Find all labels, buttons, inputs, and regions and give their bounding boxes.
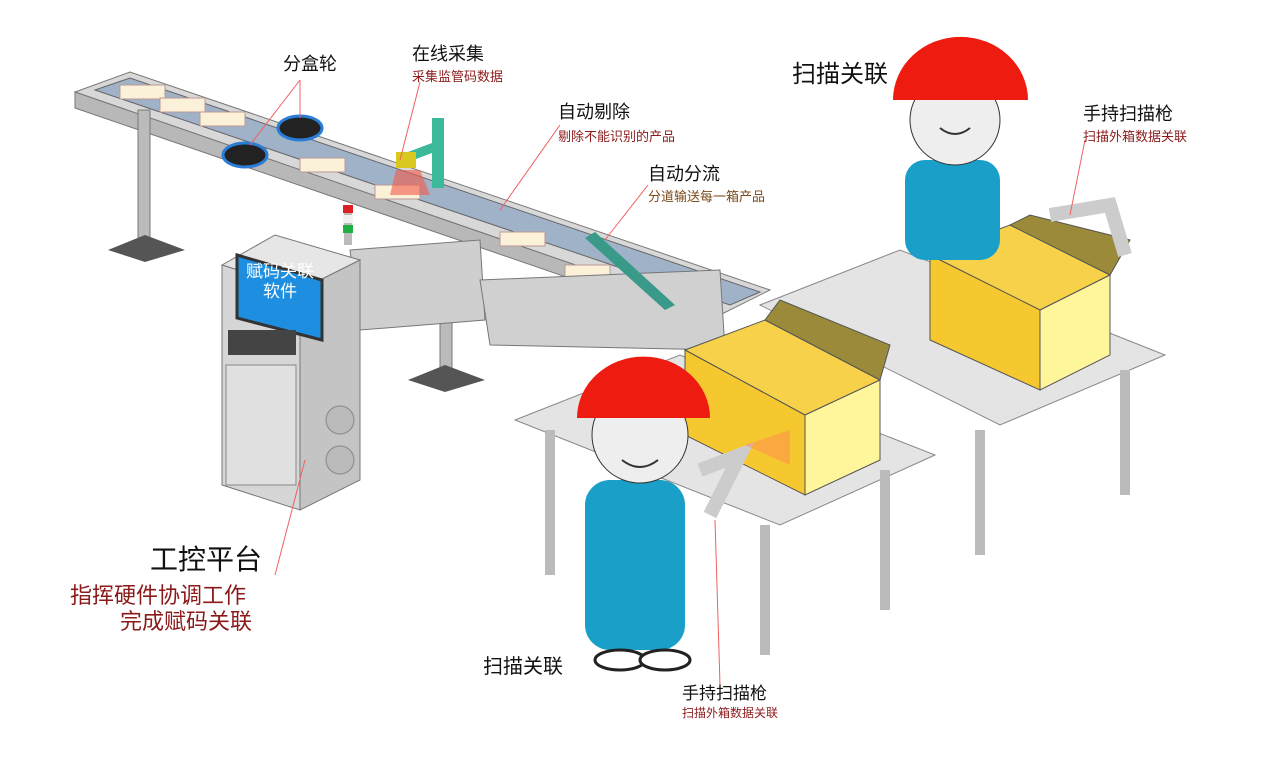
signal-light [343, 205, 353, 245]
scanner-left-desc: 扫描外箱数据关联 [682, 706, 779, 720]
scan-link-right-label: 扫描关联 [792, 60, 888, 88]
control-platform-desc-1: 指挥硬件协调工作 [70, 584, 247, 609]
online-capture-desc: 采集监管码数据 [412, 70, 504, 85]
control-platform-title: 工控平台 [150, 543, 263, 576]
box-wheel [221, 114, 324, 169]
auto-divert-desc: 分道输送每一箱产品 [648, 190, 766, 205]
online-capture-title: 在线采集 [412, 44, 484, 65]
control-cabinet [220, 234, 362, 511]
software-screen-label: 赋码关联软件 [246, 262, 314, 302]
scan-link-left-label: 扫描关联 [483, 654, 563, 678]
box-wheel-label: 分盒轮 [283, 54, 337, 75]
worker-left [577, 356, 790, 672]
scanner-left-title: 手持扫描枪 [682, 684, 767, 704]
online-camera-gantry [390, 118, 444, 195]
divert-arm [585, 232, 675, 310]
scanner-right-title: 手持扫描枪 [1083, 104, 1173, 125]
shipping-box-left [683, 299, 891, 496]
auto-reject-title: 自动剔除 [558, 102, 630, 123]
worker-right [893, 36, 1132, 260]
leader-lines [249, 79, 1086, 686]
control-platform-desc-2: 完成赋码关联 [120, 610, 253, 635]
auto-divert-title: 自动分流 [648, 164, 720, 185]
divert-section [479, 269, 726, 351]
scanner-right-desc: 扫描外箱数据关联 [1083, 130, 1188, 145]
reject-bin [349, 239, 486, 331]
auto-reject-desc: 剔除不能识别的产品 [558, 130, 676, 145]
